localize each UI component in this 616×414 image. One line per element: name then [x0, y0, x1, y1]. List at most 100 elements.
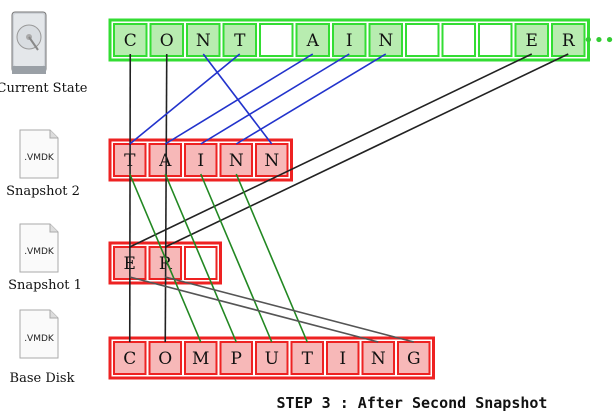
vmdk-file-icon: .VMDK [19, 309, 59, 359]
hard-drive-icon [11, 11, 47, 74]
block-cell [184, 246, 218, 280]
block-cell: R [551, 23, 586, 57]
block-row-frame [108, 336, 435, 380]
block-cell-letter: A [306, 31, 320, 51]
block-cell-letter: N [229, 151, 244, 171]
block-cell: E [514, 23, 549, 57]
vmdk-badge: .VMDK [24, 153, 55, 163]
block-cell-box [551, 23, 586, 57]
disk-label-base: Base Disk [10, 371, 75, 386]
block-link-line [200, 173, 273, 343]
block-row-frame [108, 138, 293, 182]
block-cell: O [148, 341, 182, 375]
block-cell-letter: N [196, 31, 211, 51]
block-links [128, 53, 569, 343]
vmdk-badge: .VMDK [24, 334, 55, 344]
block-cell-box [478, 23, 513, 57]
block-cell: N [255, 143, 289, 177]
block-link-line [128, 53, 132, 343]
block-cell: T [222, 23, 257, 57]
block-cell: T [290, 341, 324, 375]
block-cell-letter: R [562, 31, 576, 51]
disk-current: Current State [0, 11, 88, 96]
block-cell-letter: I [346, 31, 353, 51]
block-cell-letter: N [378, 31, 393, 51]
block-cell-letter: C [123, 349, 136, 369]
block-cell-letter: N [264, 151, 279, 171]
block-cell-box [184, 246, 218, 280]
block-cell-box [222, 23, 257, 57]
block-cell: U [255, 341, 289, 375]
continuation-ellipsis: ••• [583, 30, 615, 51]
block-link-line [164, 53, 314, 145]
disk-label-snap1: Snapshot 1 [8, 278, 82, 293]
block-cell-box [219, 143, 253, 177]
block-cell-letter: E [526, 31, 538, 51]
block-link-line [129, 173, 202, 343]
block-cell-letter: I [339, 349, 346, 369]
block-cell-box [361, 341, 395, 375]
block-cell: N [186, 23, 221, 57]
block-cell-letter: T [302, 349, 314, 369]
block-cell: M [184, 341, 218, 375]
block-cell [478, 23, 513, 57]
block-cell: O [149, 23, 184, 57]
block-cell-box [405, 23, 440, 57]
block-link-line [129, 53, 241, 145]
block-cell-letter: P [231, 349, 242, 369]
disk-base: .VMDK Base Disk [10, 309, 75, 386]
block-link-line [200, 53, 350, 145]
block-cell-letter: U [265, 349, 279, 369]
block-cell: I [326, 341, 360, 375]
disk-snap1: .VMDK Snapshot 1 [8, 223, 82, 293]
block-link-line [164, 53, 168, 343]
block-cell-box [290, 341, 324, 375]
block-cell [441, 23, 476, 57]
block-cell-letter: G [407, 349, 421, 369]
block-cell: I [332, 23, 367, 57]
block-cell-letter: T [234, 31, 246, 51]
block-cell: N [361, 341, 395, 375]
block-cell-letter: C [124, 31, 137, 51]
block-link-line [164, 53, 569, 248]
step-caption: STEP 3 : After Second Snapshot [277, 394, 548, 412]
block-cell-box [184, 143, 218, 177]
block-cell-box [219, 341, 253, 375]
block-cell-box [148, 143, 182, 177]
vmdk-file-icon: .VMDK [19, 223, 59, 273]
block-cell-box [113, 23, 148, 57]
block-cell-letter: I [197, 151, 204, 171]
block-cell-box [368, 23, 403, 57]
block-cell: G [397, 341, 431, 375]
vmdk-file-icon: .VMDK [19, 129, 59, 179]
block-row-frame [108, 18, 590, 62]
block-cell-box [148, 341, 182, 375]
block-link-line [129, 276, 379, 343]
disk-label-snap2: Snapshot 2 [6, 184, 80, 199]
block-cell-box [186, 23, 221, 57]
block-cell: A [295, 23, 330, 57]
block-link-line [129, 53, 533, 248]
block-cell-letter: O [158, 349, 172, 369]
block-cell-box [332, 23, 367, 57]
block-cell: I [184, 143, 218, 177]
block-cell-letter: O [160, 31, 174, 51]
block-link-line [235, 53, 387, 145]
block-cell-letter: N [371, 349, 386, 369]
block-cell: N [368, 23, 403, 57]
vmdk-badge: .VMDK [24, 247, 55, 257]
block-cell-box [255, 341, 289, 375]
block-cell [405, 23, 440, 57]
block-cell-box [441, 23, 476, 57]
block-cell-box [514, 23, 549, 57]
block-cell: A [148, 143, 182, 177]
block-cell [259, 23, 294, 57]
block-link-line [164, 173, 237, 343]
block-cell-box [326, 341, 360, 375]
block-cell-box [259, 23, 294, 57]
block-cell-letter: A [158, 151, 172, 171]
block-cell: P [219, 341, 253, 375]
